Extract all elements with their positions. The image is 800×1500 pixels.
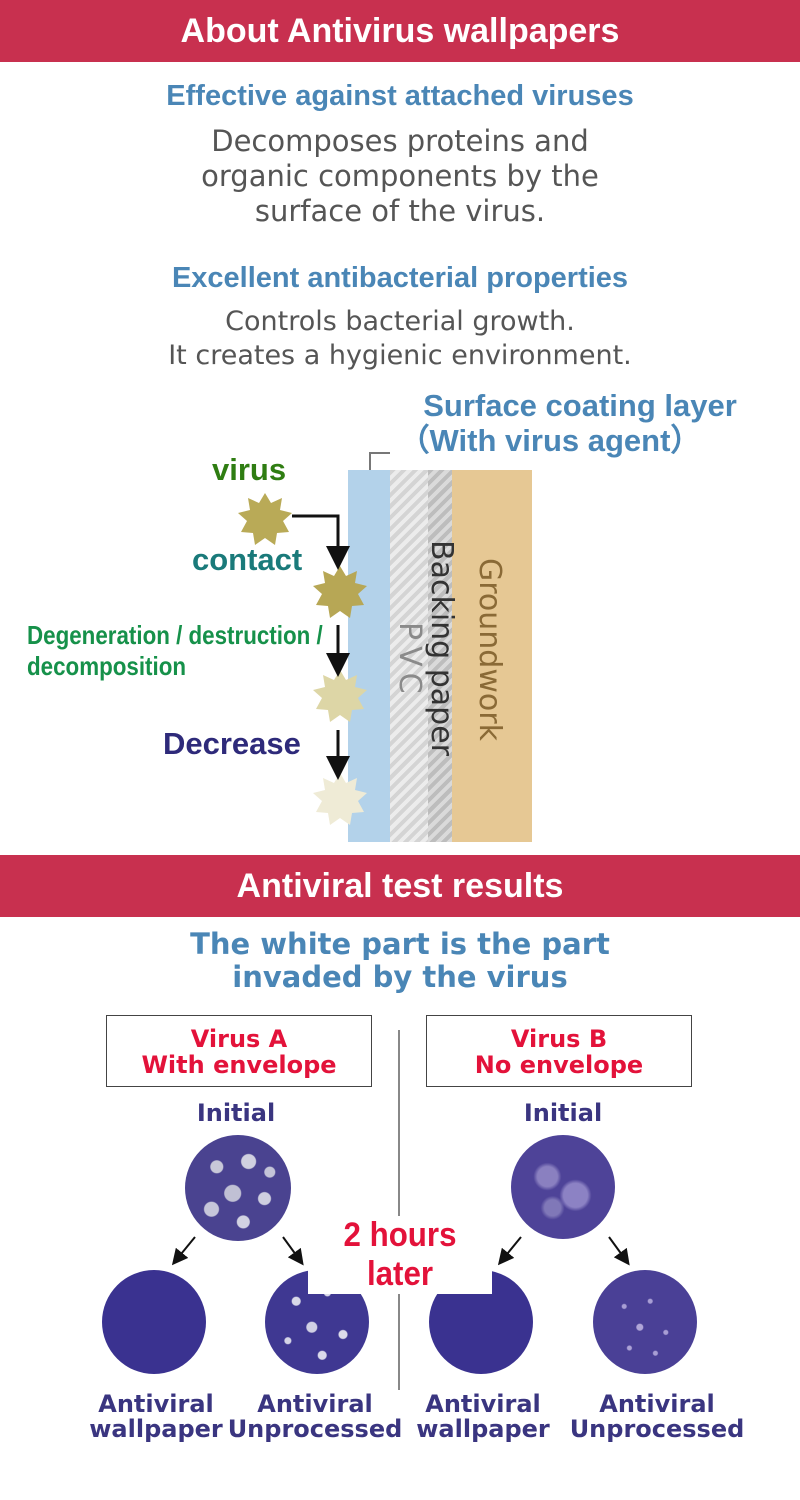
- outcome-line: wallpaper: [416, 1415, 550, 1443]
- feature-line: organic components by the: [201, 159, 599, 193]
- outcome-line: Unprocessed: [569, 1415, 745, 1443]
- feature-line: Controls bacterial growth.: [225, 306, 575, 337]
- virus-a-antiviral-label: Antiviral wallpaper: [56, 1392, 256, 1442]
- header-banner: About Antivirus wallpapers: [0, 0, 800, 62]
- feature-heading-1: Effective against attached viruses: [166, 80, 634, 112]
- virus-b-box: Virus B No envelope: [426, 1015, 692, 1087]
- time-label: 2 hours later: [308, 1216, 492, 1294]
- virus-b-initial-label: Initial: [523, 1099, 603, 1127]
- results-banner: Antiviral test results: [0, 855, 800, 917]
- degeneration-line1: Degeneration / destruction /: [27, 620, 323, 650]
- page-title: About Antivirus wallpapers: [180, 12, 620, 50]
- outcome-line: Antiviral: [425, 1390, 541, 1418]
- virus-b-name: Virus B: [510, 1025, 608, 1053]
- virus-degenerating-icon: [313, 670, 367, 722]
- outcome-line: wallpaper: [89, 1415, 223, 1443]
- feature-line: surface of the virus.: [254, 194, 546, 228]
- virus-b-initial-dish: [511, 1135, 615, 1239]
- outcome-line: Antiviral: [98, 1390, 214, 1418]
- feature-line: It creates a hygienic environment.: [168, 340, 632, 371]
- virus-b-unprocessed-label: Antiviral Unprocessed: [562, 1392, 752, 1442]
- pvc-layer: [390, 470, 428, 842]
- virus-decreased-icon: [313, 773, 367, 825]
- contact-label: contact: [192, 542, 303, 577]
- degeneration-label: Degeneration / destruction / decompositi…: [27, 620, 323, 682]
- arrow-icon: [171, 1236, 196, 1266]
- virus-a-name: Virus A: [190, 1025, 288, 1053]
- backing-paper-layer: [428, 470, 452, 842]
- panel-divider: [398, 1030, 400, 1390]
- coating-title-line2: （With virus agent）: [398, 423, 702, 458]
- coating-title-line1: Surface coating layer: [423, 388, 737, 423]
- arrow-icon: [608, 1236, 630, 1266]
- virus-label: virus: [212, 452, 287, 487]
- groundwork-layer: [452, 470, 532, 842]
- outcome-line: Unprocessed: [227, 1415, 403, 1443]
- virus-a-initial-dish: [185, 1135, 291, 1241]
- result-arrows: [171, 1236, 630, 1266]
- virus-icon: [238, 493, 292, 545]
- outcome-line: Antiviral: [257, 1390, 373, 1418]
- virus-a-unprocessed-label: Antiviral Unprocessed: [220, 1392, 410, 1442]
- feature-text-2: Controls bacterial growth. It creates a …: [0, 305, 800, 373]
- feature-line: Decomposes proteins and: [211, 124, 589, 158]
- results-subtitle-line1: The white part is the part: [190, 927, 610, 961]
- virus-a-type: With envelope: [141, 1051, 337, 1079]
- results-title: Antiviral test results: [236, 867, 564, 905]
- virus-a-initial-label: Initial: [196, 1099, 276, 1127]
- virus-a-box: Virus A With envelope: [106, 1015, 372, 1087]
- degeneration-line2: decomposition: [27, 651, 187, 681]
- results-subtitle-line2: invaded by the virus: [232, 960, 568, 994]
- feature-heading-2: Excellent antibacterial properties: [171, 262, 629, 294]
- results-subtitle: The white part is the part invaded by th…: [0, 928, 800, 994]
- virus-b-type: No envelope: [474, 1051, 644, 1079]
- virus-contact-icon: [313, 566, 367, 618]
- backing-paper-label: Backing paper: [424, 540, 459, 757]
- virus-a-antiviral-dish: [102, 1270, 206, 1374]
- groundwork-label: Groundwork: [472, 558, 507, 741]
- arrow-icon: [282, 1236, 304, 1266]
- feature-text-1: Decomposes proteins and organic componen…: [0, 124, 800, 229]
- outcome-line: Antiviral: [599, 1390, 715, 1418]
- virus-sequence: [238, 493, 367, 825]
- arrow-icon: [292, 514, 350, 570]
- coating-title: Surface coating layer （With virus agent）: [300, 388, 800, 458]
- virus-b-unprocessed-dish: [593, 1270, 697, 1374]
- arrow-icon: [497, 1236, 522, 1266]
- virus-b-antiviral-label: Antiviral wallpaper: [383, 1392, 583, 1442]
- decrease-label: Decrease: [163, 726, 301, 761]
- pvc-label: PVC: [392, 622, 427, 700]
